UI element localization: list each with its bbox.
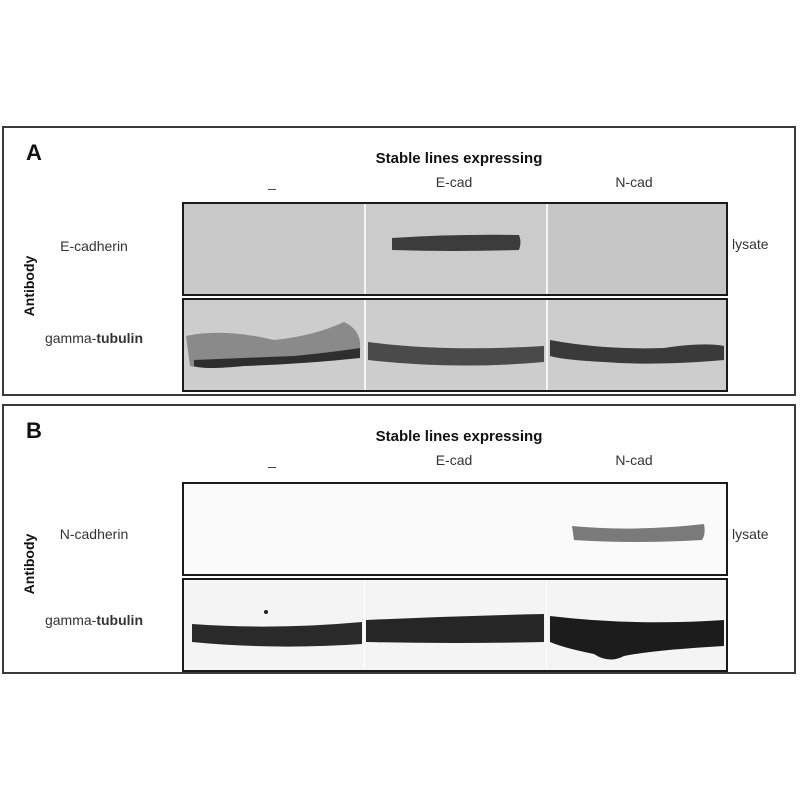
blot-gamma-tubulin (182, 298, 728, 392)
column-label-ecad: E-cad (435, 452, 473, 468)
row-label-text: N-cadherin (59, 526, 129, 542)
column-label-ncad: N-cad (615, 174, 653, 190)
blot-ncadherin (182, 482, 728, 576)
row-label-ecadherin: E-cadherin (14, 238, 174, 254)
panel-heading: Stable lines expressing (375, 150, 543, 167)
lysate-label: lysate (732, 236, 769, 252)
tubulin-band (550, 616, 724, 660)
lane-divider (546, 204, 548, 294)
column-label-ecad: E-cad (435, 174, 473, 190)
ecadherin-band (392, 234, 521, 251)
lane-divider (364, 580, 365, 670)
tubulin-band (368, 342, 544, 366)
blot-image (184, 204, 726, 294)
blot-image (184, 300, 726, 390)
panel-letter: B (26, 418, 42, 443)
tubulin-band (192, 622, 362, 647)
row-label-text: E-cadherin (60, 238, 128, 254)
tubulin-band (550, 340, 724, 364)
tubulin-band (366, 614, 544, 643)
row-label-gamma-tubulin: gamma-tubulin (14, 330, 174, 346)
row-label-ncadherin: N-cadherin (14, 526, 174, 542)
panel-letter: A (26, 140, 42, 165)
column-label-control: _ (268, 452, 276, 468)
tubulin-band (194, 348, 360, 368)
blot-image (184, 580, 726, 670)
lane-divider (546, 300, 548, 390)
row-label-text: gamma- (44, 330, 97, 346)
lane-divider (546, 580, 547, 670)
blot-ecadherin (182, 202, 728, 296)
lane-divider (364, 300, 366, 390)
figure-panel-b: B Stable lines expressing _ E-cad N-cad … (2, 404, 796, 674)
lysate-label: lysate (732, 526, 769, 542)
lane-divider (364, 204, 366, 294)
figure-panel-a: A Stable lines expressing _ E-cad N-cad … (2, 126, 796, 396)
column-label-ncad: N-cad (615, 452, 653, 468)
blot-gamma-tubulin (182, 578, 728, 672)
row-label-gamma-tubulin: gamma-tubulin (14, 612, 174, 628)
row-label-bold-text: tubulin (96, 612, 143, 628)
row-label-text: gamma- (44, 612, 97, 628)
ncadherin-band (572, 524, 705, 542)
row-label-bold-text: tubulin (96, 330, 143, 346)
blot-image (184, 484, 726, 574)
column-label-control: _ (268, 174, 276, 190)
panel-heading: Stable lines expressing (375, 428, 543, 445)
antibody-axis-label: Antibody (21, 255, 37, 317)
